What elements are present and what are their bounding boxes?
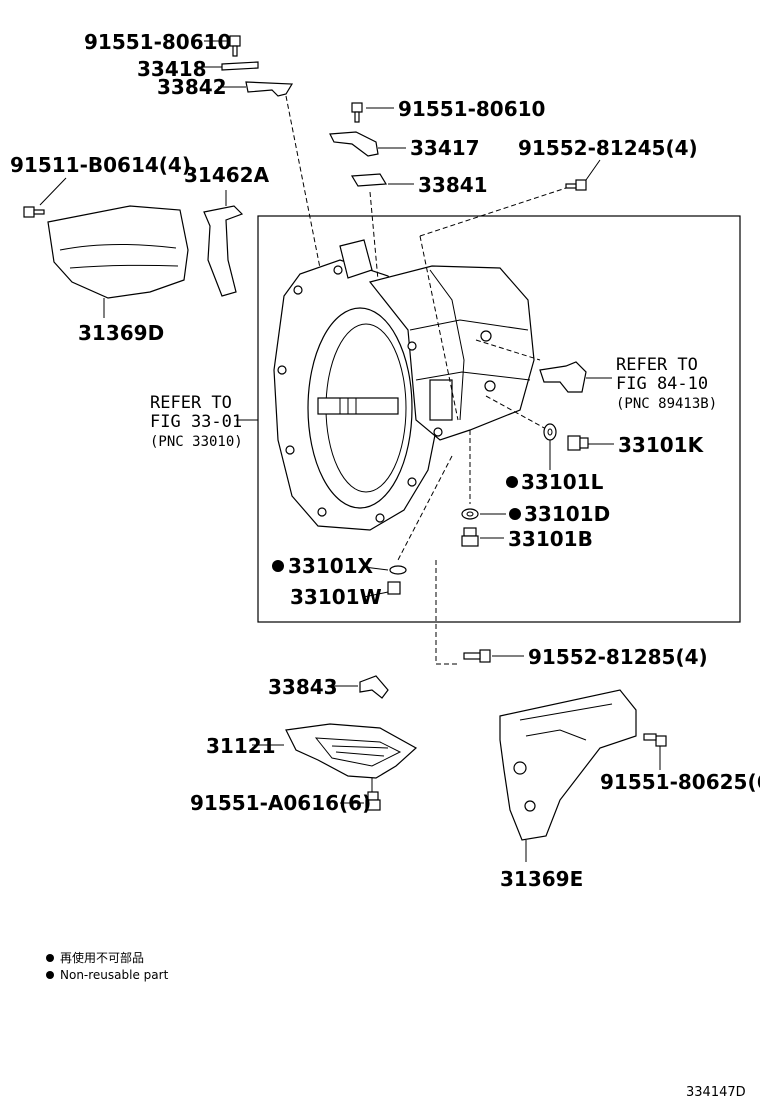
plate-33418: [196, 61, 259, 71]
label-91552-81245: 91552-81245(4): [518, 136, 698, 160]
transmission-case: [273, 239, 535, 531]
clip-33843: [332, 675, 389, 699]
plate-33417: [329, 131, 406, 157]
legend: 再使用不可部品 Non-reusable part: [46, 950, 169, 982]
gasket-33101d: [461, 508, 506, 520]
label-33101x: 33101X: [288, 554, 374, 578]
refer-left-line1: REFER TO: [150, 393, 232, 413]
label-33418: 33418: [137, 57, 207, 81]
label-91551-80610-b: 91551-80610: [398, 97, 545, 121]
bolt-91551-a0616: [340, 791, 381, 811]
legend-en: Non-reusable part: [60, 968, 169, 982]
plug-33101b: [461, 527, 504, 547]
plug-33101k: [567, 435, 614, 451]
legend-jp: 再使用不可部品: [60, 950, 144, 965]
bracket-31462a: [203, 190, 244, 297]
label-91552-81285: 91552-81285(4): [528, 645, 708, 669]
label-31369d: 31369D: [78, 321, 164, 345]
label-33101k: 33101K: [618, 433, 705, 457]
label-33101l: 33101L: [521, 470, 604, 494]
label-91511-b0614: 91511-B0614(4): [10, 153, 191, 177]
label-33841: 33841: [418, 173, 488, 197]
refer-left-pnc: (PNC 33010): [150, 434, 243, 450]
sensor-connector: [539, 361, 612, 393]
label-31462a: 31462A: [184, 163, 270, 187]
label-33843: 33843: [268, 675, 338, 699]
bolt-91552-81285: [463, 649, 524, 663]
refer-left-line2: FIG 33-01: [150, 412, 242, 432]
non-reusable-marker: [506, 476, 518, 488]
label-91551-80625: 91551-80625(6): [600, 770, 760, 794]
bracket-33842: [218, 81, 294, 97]
bolt-91551-80625: [643, 733, 667, 770]
refer-right-line1: REFER TO: [616, 355, 698, 375]
washer-33101l: [543, 423, 557, 470]
gasket-33101x: [363, 565, 407, 575]
bracket-31369e: [499, 689, 637, 862]
label-33101w: 33101W: [290, 585, 382, 609]
refer-right-line2: FIG 84-10: [616, 374, 708, 394]
label-33101b: 33101B: [508, 527, 593, 551]
refer-right-pnc: (PNC 89413B): [616, 396, 717, 412]
cover-31121: [252, 723, 418, 792]
bolt-91511-b0614: [23, 177, 67, 218]
bolt-91551-80610-mid: [351, 102, 394, 123]
label-91551-80610-a: 91551-80610: [84, 30, 231, 54]
label-31121: 31121: [206, 734, 276, 758]
assembly-frame: [257, 215, 741, 623]
plug-33101w: [363, 581, 401, 598]
diagram-code: 334147D: [686, 1085, 746, 1100]
non-reusable-marker: [509, 508, 521, 520]
non-reusable-marker: [272, 560, 284, 572]
label-91551-a0616: 91551-A0616(6): [190, 791, 371, 815]
shield-31369d: [47, 205, 189, 318]
bolt-91551-80610-top: [204, 35, 241, 57]
label-33101d: 33101D: [524, 502, 610, 526]
label-33417: 33417: [410, 136, 480, 160]
pad-33841: [350, 173, 414, 187]
label-33842: 33842: [157, 75, 227, 99]
bolt-91552-81245: [565, 159, 601, 191]
label-31369e: 31369E: [500, 867, 583, 891]
